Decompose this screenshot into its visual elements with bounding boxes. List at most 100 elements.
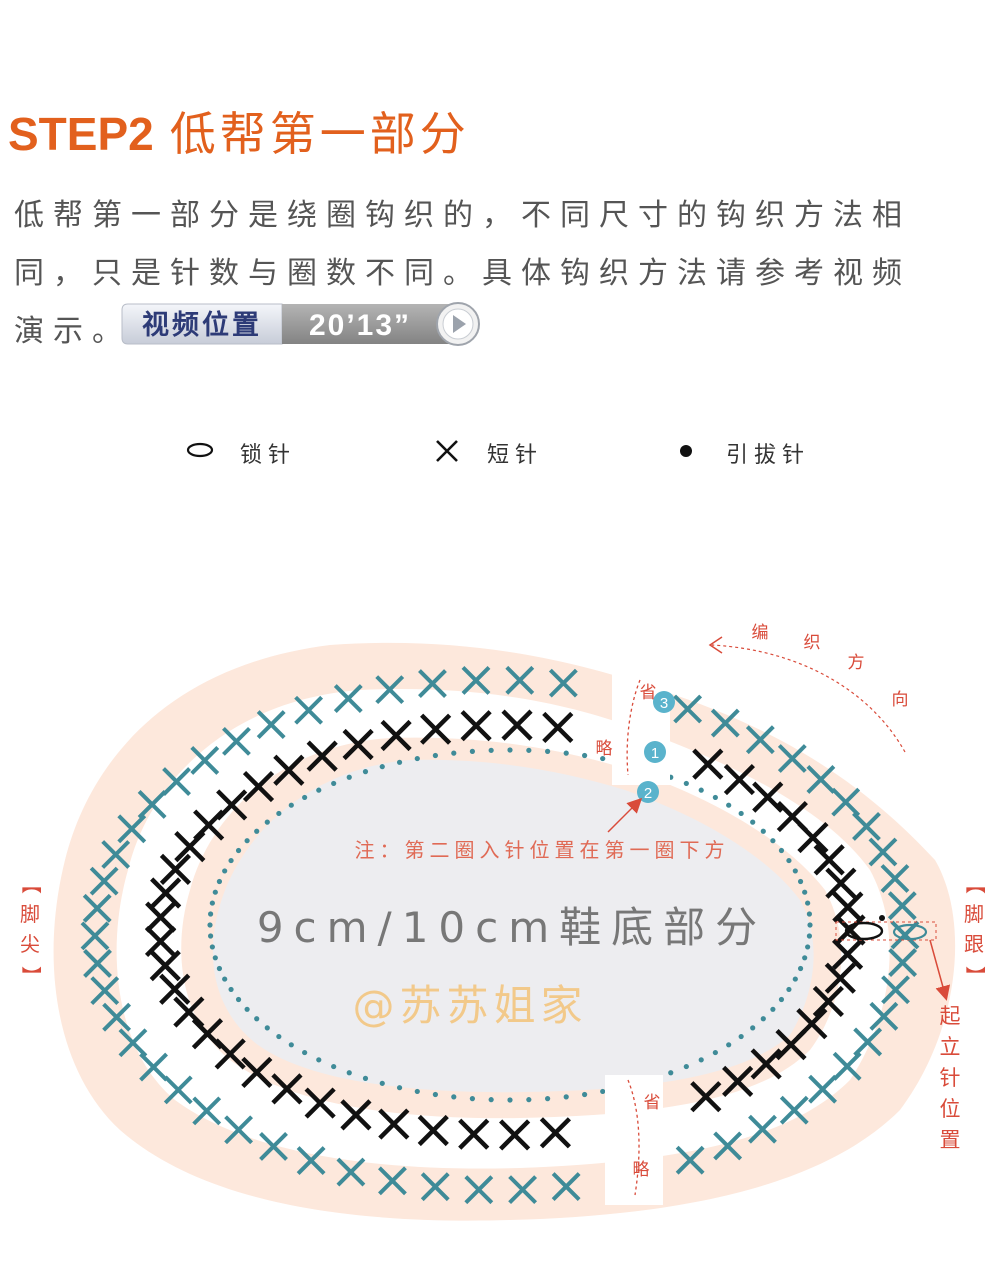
start-chain (835, 915, 951, 1001)
single-crochet-stitch (418, 669, 447, 698)
single-crochet-stitch (256, 710, 286, 740)
single-crochet-stitch (378, 1166, 407, 1196)
slip-stitch-dot (207, 922, 213, 928)
start-label-char-3: 针 (940, 1066, 961, 1090)
slip-stitch-dot (451, 750, 457, 756)
omit-top-char-1: 省 (640, 683, 657, 703)
omit-bottom-char-2: 略 (633, 1160, 650, 1180)
slip-stitch-dot (712, 1049, 718, 1056)
slip-stitch-dot (545, 1096, 551, 1102)
slip-stitch-dot (712, 794, 718, 801)
single-crochet-stitch (159, 853, 192, 885)
single-crochet-stitch (869, 1001, 899, 1031)
slip-stitch-dot (738, 810, 744, 817)
single-crochet-stitch (173, 996, 205, 1028)
single-crochet-stitch (508, 1175, 538, 1205)
single-crochet-stitch (342, 728, 374, 761)
slip-stitch-dot (806, 933, 813, 939)
section-title: 低帮第一部分 (169, 107, 470, 161)
single-crochet-stitch (102, 1002, 132, 1032)
start-label-char-4: 位 (940, 1097, 961, 1121)
slip-stitch-dot (212, 889, 218, 895)
slip-stitch-dot (316, 787, 322, 793)
single-crochet-stitch (779, 1095, 809, 1125)
slip-stitch-dot (379, 764, 385, 770)
single-crochet-stitch (222, 726, 251, 756)
single-crochet-stitch (812, 985, 844, 1018)
slip-stitch-dot (526, 1097, 532, 1103)
slip-stitch-dot (600, 755, 606, 762)
slip-stitch-dot (207, 933, 214, 939)
single-crochet-stitch (464, 1175, 494, 1205)
center-label: 9cm/10cm鞋底部分 (257, 903, 767, 952)
slip-stitch-dot (770, 1006, 776, 1012)
single-crochet-stitch (380, 719, 412, 752)
slip-stitch-dot (582, 752, 588, 759)
slip-stitch-dot (212, 955, 218, 961)
slip-stitch-dot (228, 857, 234, 864)
single-crochet-stitch (501, 709, 533, 741)
omit-top-char-2: 略 (596, 739, 613, 759)
single-crochet-stitch (420, 1172, 450, 1202)
slip-stitch-dot (362, 769, 369, 775)
slip-stitch-dot (288, 802, 294, 808)
omit-gap-top: 省 略 (596, 660, 670, 785)
slip-stitch-icon (680, 445, 692, 457)
single-crochet-stitch (241, 1056, 273, 1088)
chain-stitch-icon (186, 442, 214, 458)
slip-stitch-dot (222, 868, 228, 874)
single-crochet-stitch (888, 948, 918, 977)
slip-stitch-dot (432, 752, 438, 759)
inner-sole (212, 759, 814, 1093)
video-position-badge[interactable]: 视频位置 20’13” (120, 300, 482, 348)
single-crochet-stitch (461, 666, 491, 695)
slip-stitch-dot (244, 1006, 250, 1012)
single-crochet-stitch (542, 711, 574, 744)
direction-char-1: 编 (752, 623, 769, 643)
single-crochet-stitch (149, 950, 181, 982)
first-round-single-crochet (144, 709, 866, 1151)
slip-stitch-dot (563, 1094, 569, 1100)
slip-stitch-dot (797, 965, 804, 972)
single-crochet-stitch (162, 767, 191, 796)
single-crochet-stitch (824, 962, 856, 994)
slip-stitch-dot (209, 944, 215, 950)
round-marker-3: 3 (653, 691, 675, 713)
legend-label-single: 短针 (487, 443, 544, 468)
single-crochet-stitch (887, 891, 917, 921)
slip-stitch-dot (807, 922, 813, 928)
slip-stitch-dot (264, 1025, 270, 1031)
direction-char-2: 织 (804, 633, 821, 653)
slip-stitch-dot (750, 1025, 756, 1031)
slip-stitch-dot (726, 1042, 732, 1048)
single-crochet-stitch (80, 921, 110, 951)
play-icon[interactable] (436, 302, 480, 346)
slip-stitch-dot (216, 965, 223, 972)
single-crochet-stitch (752, 781, 784, 813)
slip-stitch-dot (235, 847, 242, 854)
watermark: @苏苏姐家 (352, 981, 587, 1030)
direction-char-3: 方 (848, 653, 865, 673)
slip-stitch-dot (331, 1063, 337, 1070)
single-crochet-stitch (832, 891, 864, 923)
single-crochet-stitch (144, 925, 177, 958)
slip-stitch-dot (276, 1033, 282, 1040)
single-crochet-stitch (813, 844, 845, 876)
slip-stitch-dot (507, 1097, 513, 1103)
slip-stitch-dot (302, 794, 308, 801)
slip-stitch-dot (805, 900, 811, 906)
single-crochet-stitch (294, 695, 324, 725)
slip-stitch-dot (331, 780, 337, 787)
single-crochet-stitch (336, 1157, 366, 1187)
single-crochet-stitch (333, 684, 363, 713)
omit-bottom-char-1: 省 (644, 1093, 661, 1113)
single-crochet-stitch (675, 1145, 705, 1175)
round-marker-1-label: 1 (651, 745, 659, 762)
slip-stitch-dot (488, 1097, 494, 1103)
single-crochet-stitch (306, 740, 338, 772)
slip-stitch-dot (792, 976, 798, 982)
single-crochet-stitch (273, 754, 305, 786)
single-crochet-stitch (90, 976, 120, 1006)
single-crochet-stitch (745, 725, 775, 755)
single-crochet-stitch (296, 1146, 326, 1175)
